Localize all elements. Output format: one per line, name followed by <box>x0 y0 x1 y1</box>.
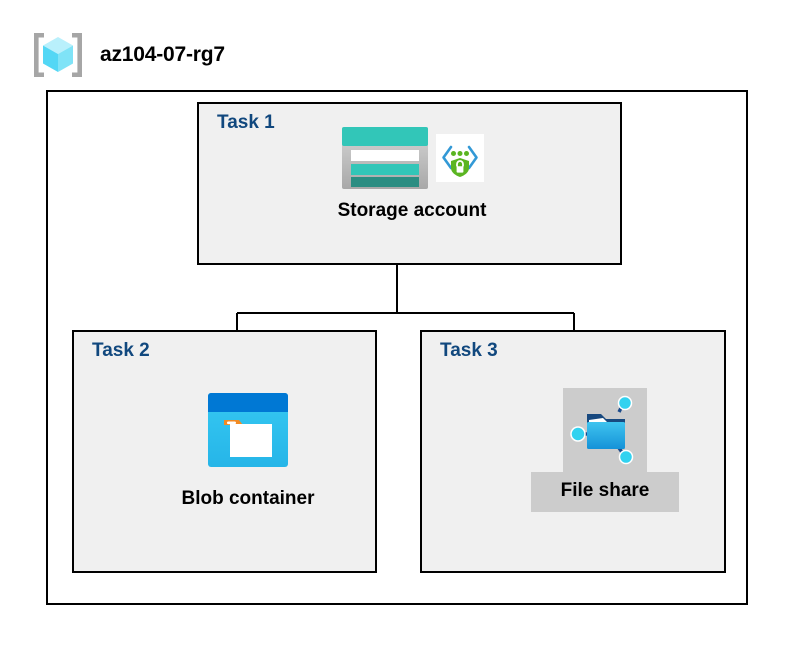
task-label-1: Task 1 <box>217 112 275 133</box>
node-blob-container[interactable]: Blob container <box>158 388 338 510</box>
blob-container-icon <box>208 393 288 467</box>
task-box-3[interactable]: Task 3 <box>420 330 726 573</box>
node-storage-account[interactable]: Storage account <box>299 122 525 222</box>
task-label-3: Task 3 <box>440 340 498 361</box>
resource-group-title: az104-07-rg7 <box>100 43 225 66</box>
node-caption-blob-container: Blob container <box>181 488 315 509</box>
task-box-1[interactable]: Task 1 <box>197 102 622 265</box>
storage-account-icon-group <box>340 122 484 194</box>
file-share-icon <box>570 395 634 465</box>
task-label-2: Task 2 <box>92 340 150 361</box>
node-caption-file-share: File share <box>530 472 680 512</box>
blob-container-icon-group <box>206 388 290 472</box>
resource-group-header: az104-07-rg7 <box>30 28 350 82</box>
node-file-share[interactable]: File share <box>512 388 698 512</box>
private-endpoint-lock-icon <box>436 134 484 182</box>
task-box-2[interactable]: Task 2 <box>72 330 377 573</box>
resource-group-cube-icon <box>34 33 82 77</box>
storage-account-icon <box>342 127 428 189</box>
file-share-icon-group <box>563 388 647 472</box>
node-caption-storage-account: Storage account <box>337 200 487 221</box>
